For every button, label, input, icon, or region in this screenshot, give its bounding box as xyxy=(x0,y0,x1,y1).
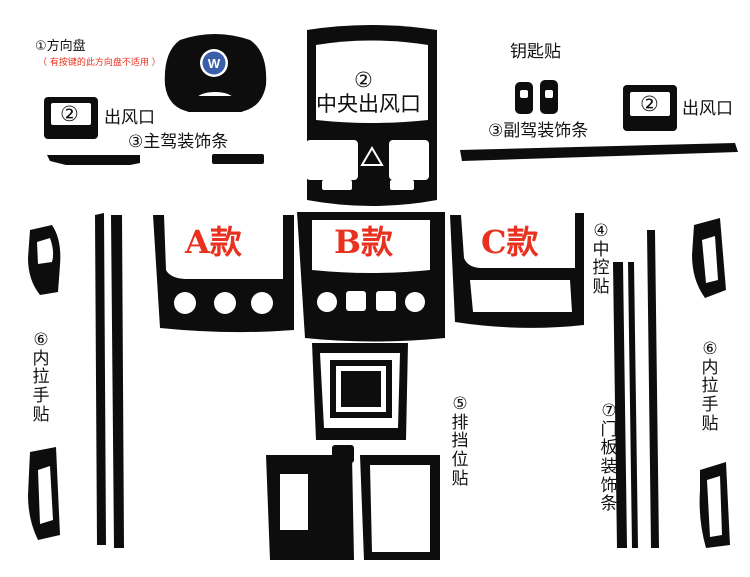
gear-shift-top-part xyxy=(312,343,408,463)
door-trim-strips xyxy=(613,230,659,548)
right-vent-number: ② xyxy=(640,92,659,116)
passenger-trim-part xyxy=(460,143,738,161)
svg-text:W: W xyxy=(208,56,221,71)
inner-handle-left-part xyxy=(28,225,61,540)
driver-trim-label: ③主驾装饰条 xyxy=(128,132,229,152)
key-sticker-part xyxy=(515,80,558,114)
hazard-triangle-icon xyxy=(360,146,384,166)
center-vent-number: ② xyxy=(354,68,373,92)
inner-handle-right-label: ⑥ 内 拉 手 贴 xyxy=(701,339,719,434)
steering-wheel-note: （ 有按键的此方向盘不适用 ） xyxy=(38,58,161,68)
steering-wheel-label: ①方向盘 xyxy=(35,39,86,54)
style-b-label: B款 xyxy=(334,223,394,261)
center-vent-part xyxy=(306,25,437,206)
inner-handle-right-part xyxy=(692,218,730,548)
driver-trim-part xyxy=(47,154,264,165)
right-vent-part xyxy=(623,85,677,131)
style-b-panel xyxy=(297,212,445,342)
style-c-panel xyxy=(450,213,584,328)
door-trim-label: ⑦ 门 板 装 饰 条 xyxy=(600,401,618,515)
style-a-label: A款 xyxy=(185,223,242,261)
right-vent-label: 出风口 xyxy=(682,99,733,119)
center-vent-label: 中央出风口 xyxy=(316,92,421,116)
center-console-label: ④ 中 控 贴 xyxy=(592,221,610,298)
inner-handle-left-label: ⑥ 内 拉 手 贴 xyxy=(32,330,50,425)
style-c-label: C款 xyxy=(481,223,539,261)
left-long-strips xyxy=(95,213,124,548)
left-vent-part xyxy=(44,97,98,139)
left-vent-number: ② xyxy=(60,102,79,126)
vw-logo-icon: W xyxy=(200,49,228,77)
passenger-trim-label: ③副驾装饰条 xyxy=(488,121,589,141)
key-sticker-label: 钥匙贴 xyxy=(510,42,561,62)
gear-shift-bottom-part xyxy=(266,455,440,560)
left-vent-label: 出风口 xyxy=(104,108,155,128)
style-a-panel xyxy=(153,215,294,333)
gear-shift-label: ⑤ 排 挡 位 贴 xyxy=(451,394,469,489)
